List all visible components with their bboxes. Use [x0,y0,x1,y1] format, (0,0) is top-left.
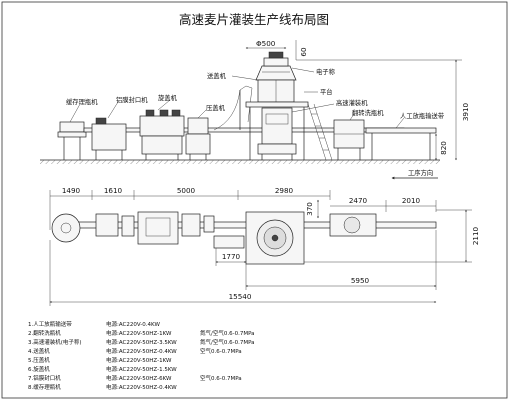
equipment-legend: 1.人工放瓶输送带电源:AC220V-0.4KW2.翻转洗瓶机电源:AC220V… [28,320,255,391]
label-platform: 平台 [320,87,333,96]
leader-press-cap [197,109,207,119]
press-cap-machine [185,117,211,160]
dim-seg-2: 1610 [104,186,123,195]
legend-power-2: 电源:AC220V-50HZ-1KW [106,329,172,337]
legend-name-6: 6.旋盖机 [28,365,50,373]
plan-press-cap [203,215,215,233]
leader-storage [69,103,81,123]
label-capper: 旋盖机 [158,93,178,102]
foil-sealer-machine [91,117,127,160]
label-press-cap: 压盖机 [206,103,226,112]
dim-sub-length: 5950 [351,276,370,285]
legend-air-7: 空气0.6-0.7MPa [200,374,242,382]
plan-washer [329,213,377,237]
storage-table-machine [57,121,87,160]
legend-name-7: 7.铝膜封口机 [28,374,61,382]
legend-name-3: 3.高速灌装机(电子称) [28,338,82,346]
legend-name-1: 1.人工放瓶输送带 [28,320,72,328]
label-storage-table: 缓存理瓶机 [66,97,98,106]
label-high-speed-filler: 高速灌装机 [336,98,368,107]
leader-capper [157,99,171,111]
legend-name-8: 8.缓存理瓶机 [28,383,61,391]
platform-ladder [307,103,333,161]
leader-manual [395,117,405,129]
plan-foil-sealer [95,213,135,237]
side-elevation: Φ500 60 3910 820 电子称 送盖机 平台 高速灌装机 翻转洗瓶机 … [40,39,470,164]
dim-diameter: Φ500 [256,39,276,48]
dim-seg-6: 2010 [402,196,421,205]
dim-seg-1: 1490 [62,186,81,195]
legend-air-3: 氮气/空气0.6-0.7MPa [200,338,255,346]
legend-air-4: 空气0.6-0.7MPa [200,347,242,355]
flip-washer-machine [333,119,365,160]
legend-power-3: 电源:AC220V-50HZ-3.5KW [106,338,177,346]
legend-name-5: 5.压盖机 [28,356,50,364]
legend-power-7: 电源:AC220V-50HZ-6KW [106,374,172,382]
plan-storage-table [51,213,81,243]
leader-filler [291,103,335,113]
dim-width: 2110 [471,226,480,245]
dim-offset: 1770 [222,252,241,261]
leader-washer [349,113,355,121]
drawing-title: 高速麦片灌装生产线布局图 [179,12,329,27]
dim-top-height: 60 [299,47,308,57]
dim-seg-5: 2470 [349,196,368,205]
plan-cap-feeder [213,235,245,249]
floor-hatch [40,160,440,164]
dim-total-length: 15540 [229,292,252,301]
dim-seg-3: 5000 [177,186,196,195]
dim-seg-4: 2980 [275,186,294,195]
leader-scale [291,67,315,73]
label-cap-feeder: 送盖机 [207,71,227,80]
leader-cap-feeder [231,75,259,81]
filler-tower [245,51,309,160]
legend-air-2: 氮气/空气0.6-0.7MPa [200,329,255,337]
direction-label: 工序方向 [408,168,433,177]
label-foil-sealer: 铝膜封口机 [116,95,148,104]
dim-small-height: 370 [305,202,314,216]
legend-power-6: 电源:AC220V-50HZ-1.5KW [106,365,177,373]
plan-filler [245,211,305,265]
dim-overall-height: 3910 [461,102,470,121]
legend-power-4: 电源:AC220V-50HZ-0.4KW [106,347,177,355]
plan-capper [137,211,201,245]
manual-conveyor-machine [365,127,437,160]
plan-view: 工序方向 1490 1610 5000 2980 2470 2010 370 [49,168,480,306]
legend-power-1: 电源:AC220V-0.4KW [106,320,160,328]
leader-foil [107,101,119,119]
cap-feeder-chute [213,85,253,131]
legend-power-5: 电源:AC220V-50HZ-1KW [106,356,172,364]
legend-name-2: 2.翻转洗瓶机 [28,329,61,337]
label-flip-bottle-washer: 翻转洗瓶机 [352,108,384,117]
capper-machine [139,109,185,160]
label-electronic-scale: 电子称 [316,67,336,76]
legend-power-8: 电源:AC220V-50HZ-0.4KW [106,383,177,391]
dim-base-height: 820 [439,141,448,155]
label-manual-bottle-conveyor: 人工放瓶输送带 [400,111,444,120]
legend-name-4: 4.送盖机 [28,347,50,355]
